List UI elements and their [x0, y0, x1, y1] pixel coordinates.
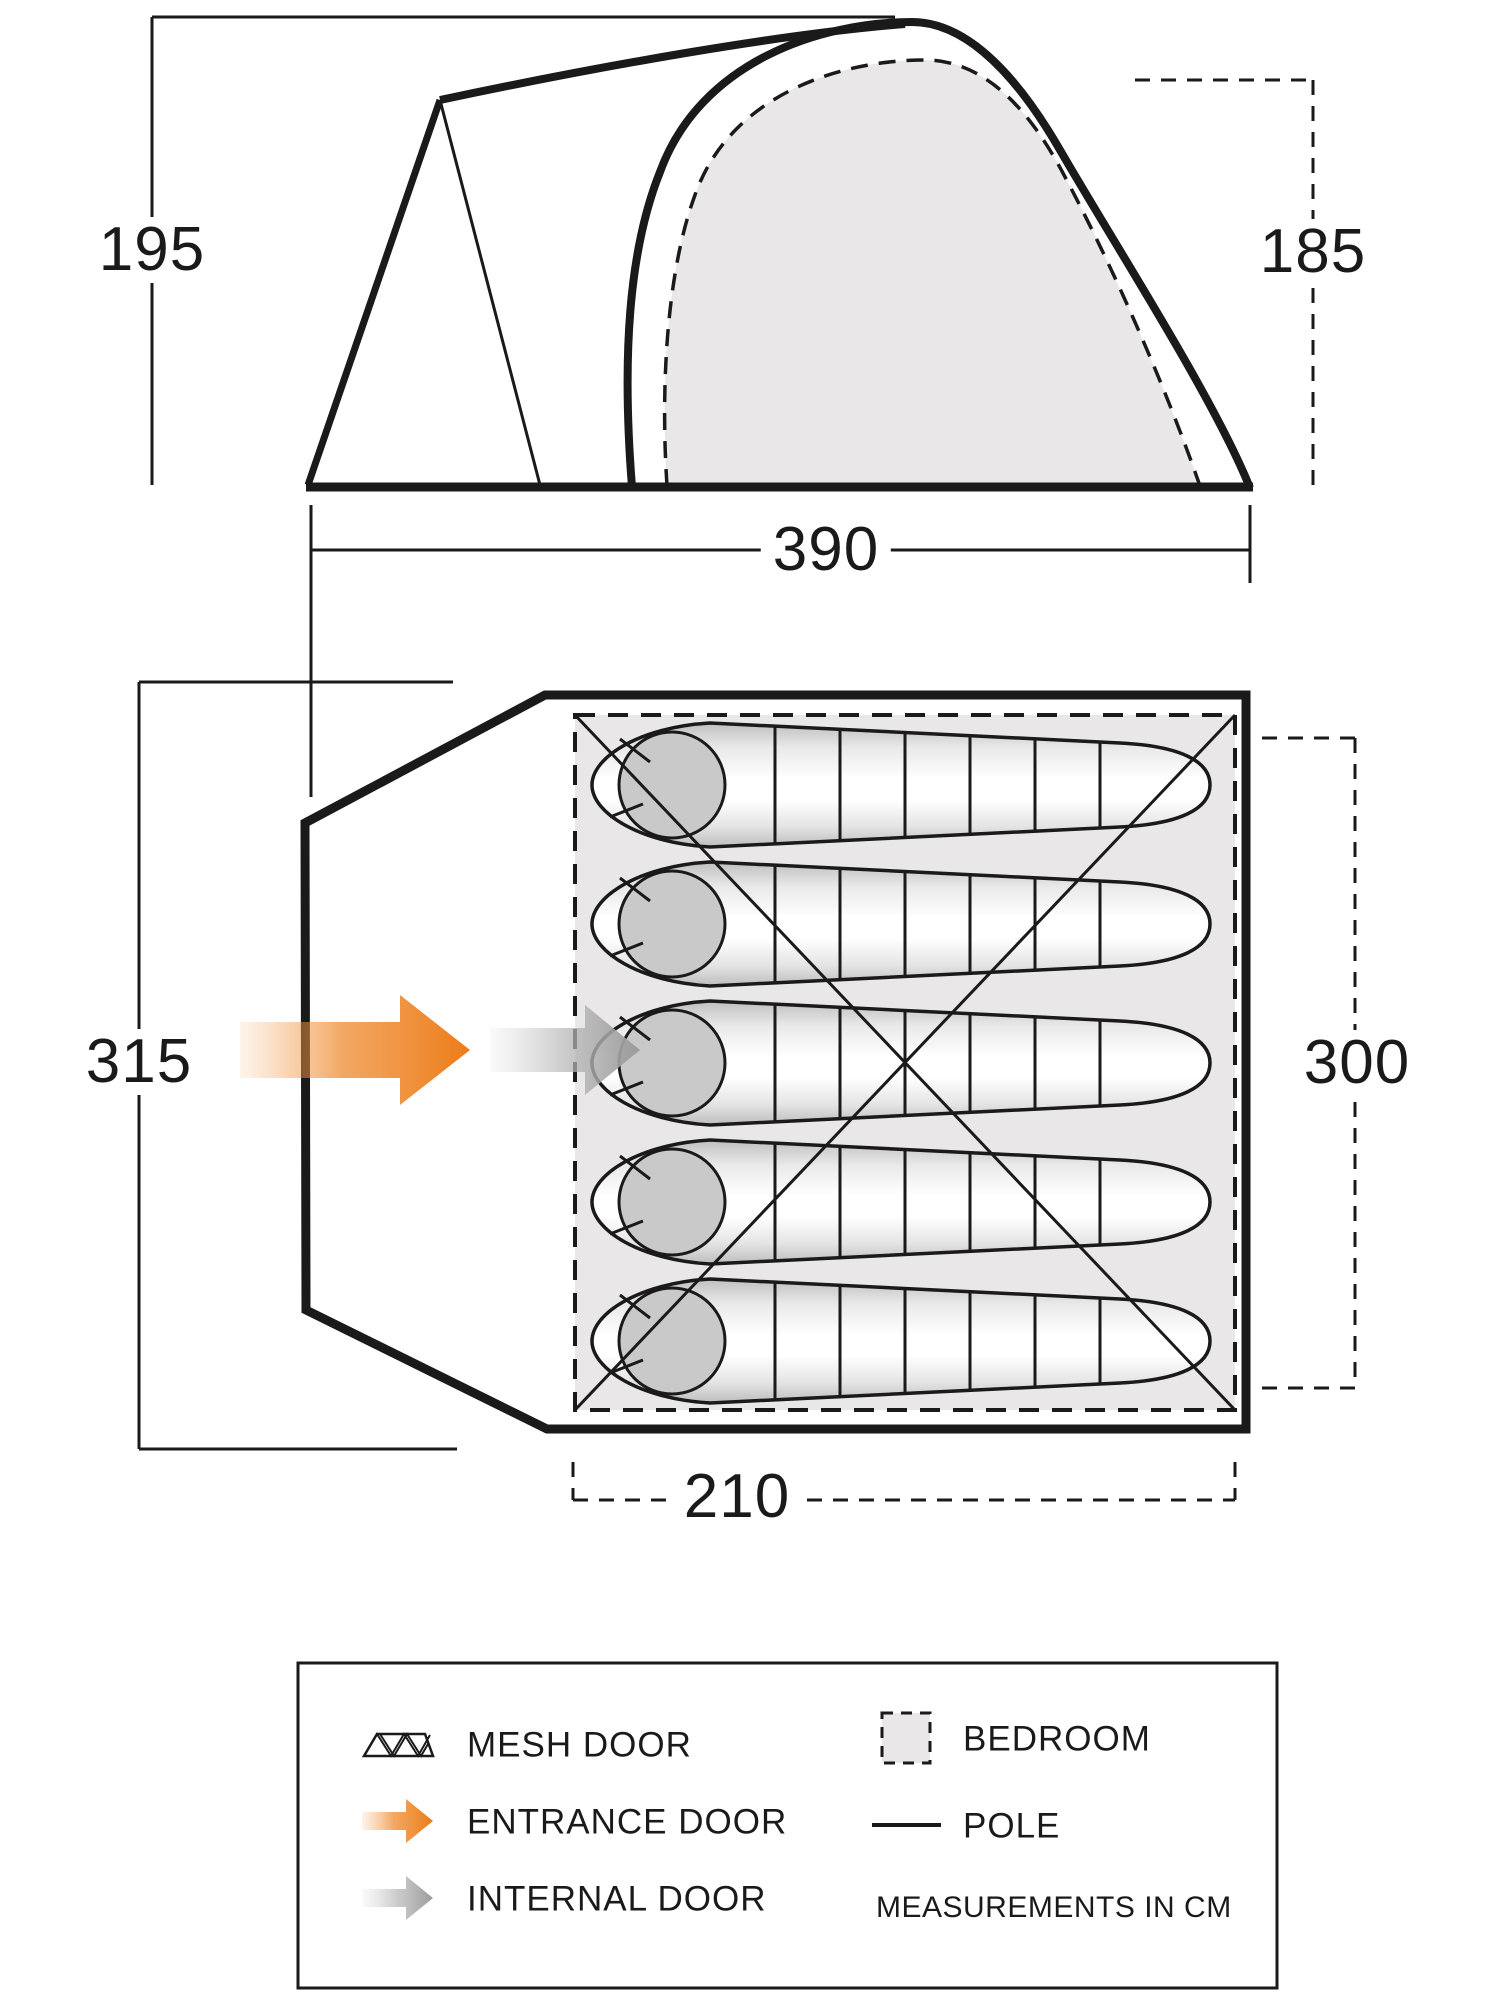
- dim-label-inner-height: 185: [1247, 219, 1379, 285]
- legend-measurements-note: MEASUREMENTS IN CM: [876, 1891, 1232, 1924]
- elevation-ridge-line: [439, 20, 906, 104]
- dim-label-height: 195: [86, 217, 218, 283]
- sleeping-bag-3: [590, 999, 1212, 1127]
- elevation-porch-slope: [304, 98, 444, 487]
- elevation-porch-seam: [438, 99, 542, 486]
- elevation-dome-outline: [623, 17, 1254, 490]
- entrance-door-arrow-icon: [362, 1799, 433, 1843]
- sleeping-bag-2: [590, 860, 1212, 988]
- elevation-bedroom-inner: [662, 58, 1203, 488]
- floor-plan-view: [137, 680, 1357, 1502]
- legend-label-bedroom: BEDROOM: [963, 1719, 1151, 1759]
- legend-label-mesh-door: MESH DOOR: [467, 1725, 692, 1765]
- dim-label-width: 315: [73, 1029, 205, 1095]
- legend-border: [296, 1661, 1279, 1990]
- dim-label-length: 390: [760, 517, 892, 583]
- entrance-door-arrow: [240, 995, 470, 1105]
- sleeping-bag-4: [590, 1138, 1212, 1266]
- legend-label-pole: POLE: [963, 1806, 1061, 1846]
- legend-box: [296, 1661, 1279, 1990]
- internal-door-arrow-icon: [362, 1876, 433, 1920]
- bedroom-swatch-icon: [880, 1711, 932, 1765]
- legend-label-entrance-door: ENTRANCE DOOR: [467, 1802, 788, 1842]
- side-elevation-view: [150, 15, 1315, 797]
- internal-door-arrow: [490, 1005, 640, 1095]
- sleeping-bag-5: [590, 1277, 1212, 1405]
- legend-label-internal-door: INTERNAL DOOR: [467, 1879, 767, 1919]
- mesh-door-icon: [361, 1732, 435, 1758]
- dim-label-bedroom-width: 300: [1291, 1030, 1423, 1096]
- bedroom-cross-line-2: [573, 713, 1237, 1412]
- dim-label-bedroom-length: 210: [671, 1464, 803, 1530]
